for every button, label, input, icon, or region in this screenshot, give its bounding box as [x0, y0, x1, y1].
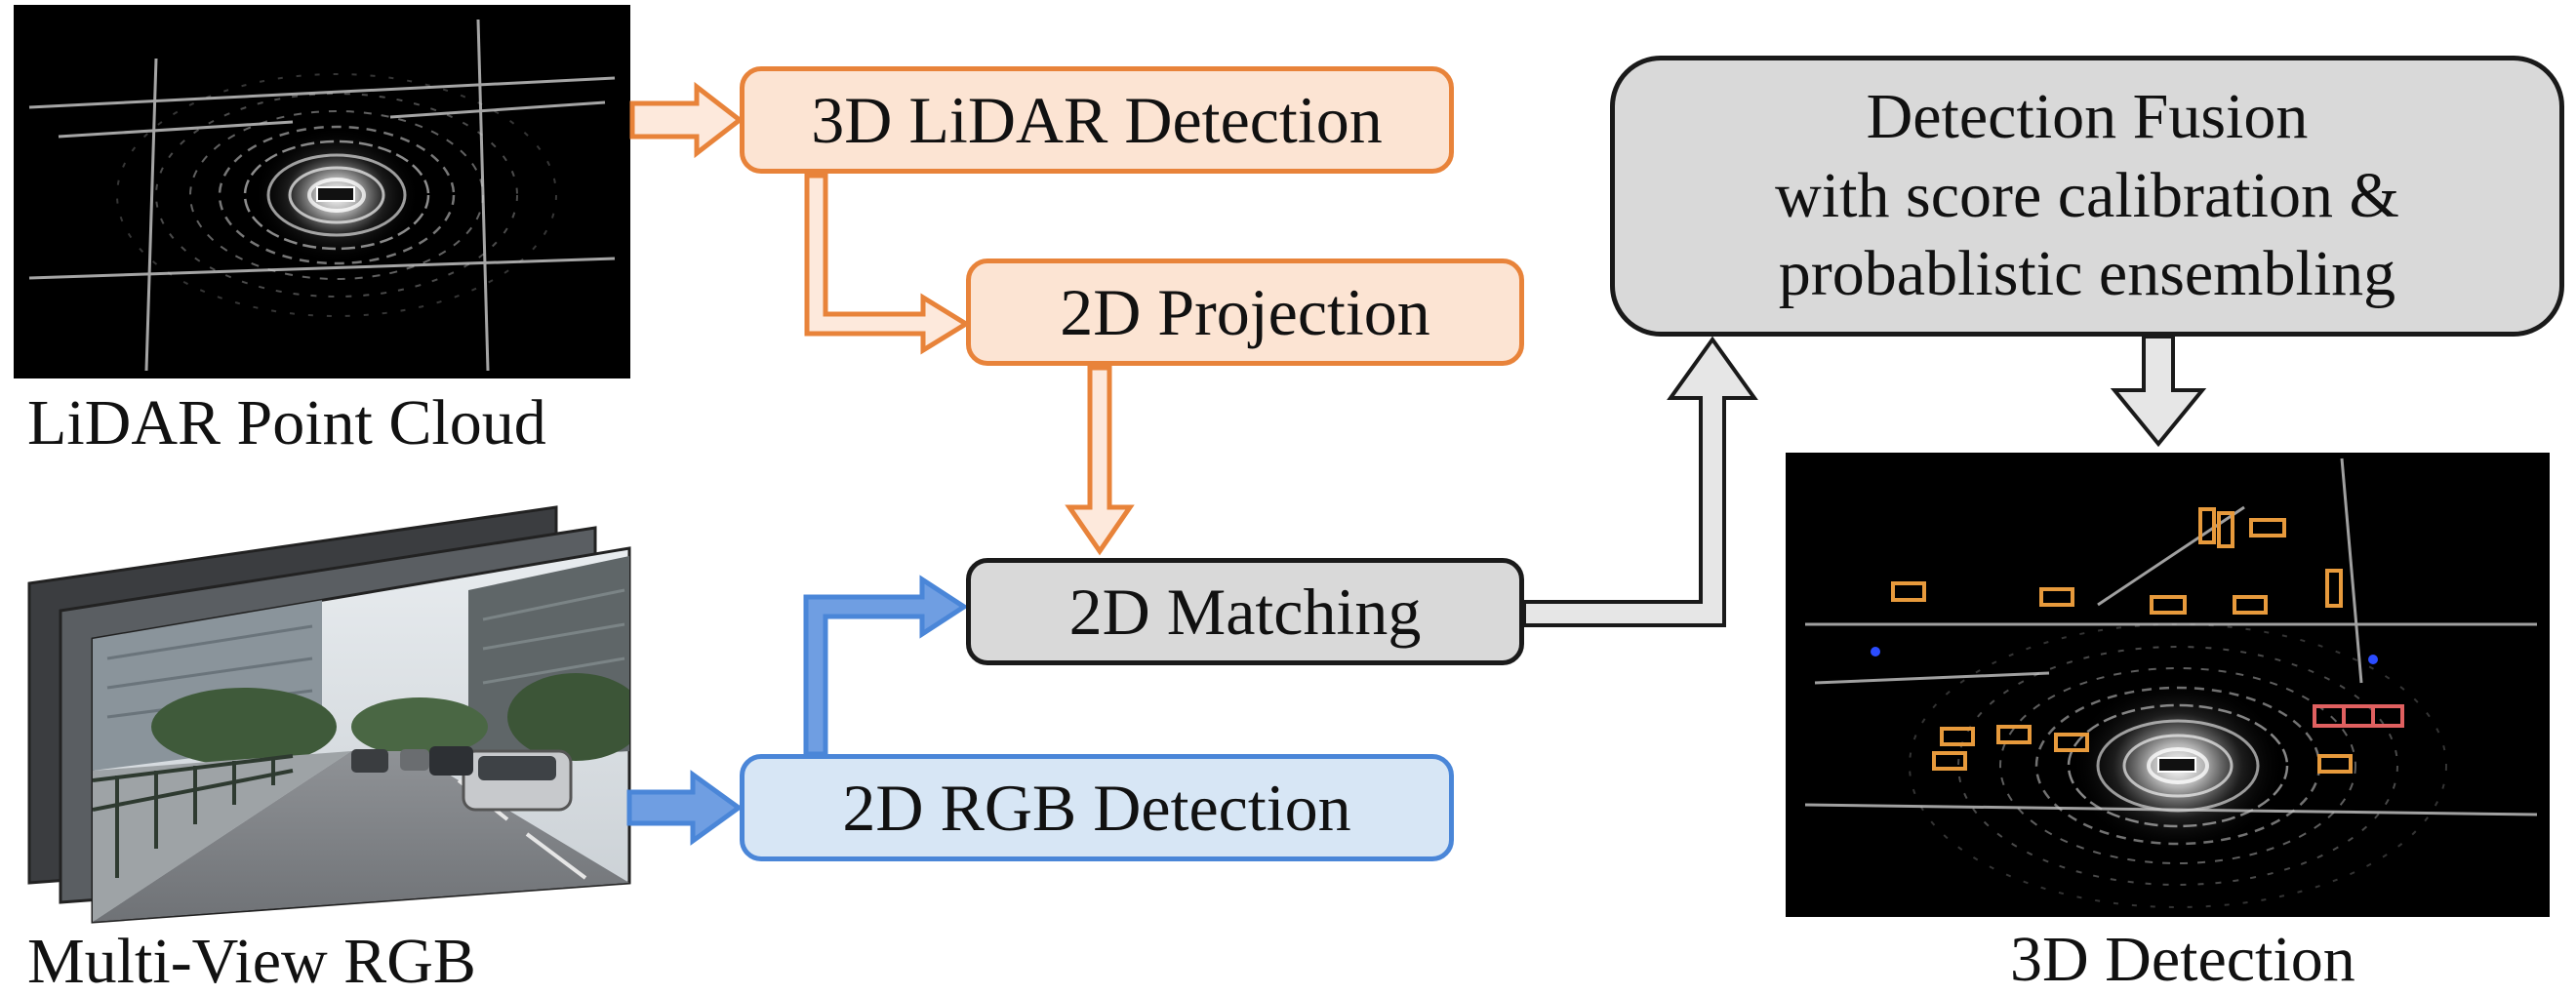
lidar-point-cloud-image — [14, 5, 630, 378]
arrow-rgb-detection-to-matching — [803, 575, 969, 757]
detected-box — [2039, 587, 2074, 607]
detected-box — [2317, 754, 2353, 774]
detected-box — [2054, 733, 2089, 752]
detected-red-boxes — [2313, 704, 2404, 728]
projection-label: 2D Projection — [1060, 274, 1430, 349]
rgb-detection-box: 2D RGB Detection — [740, 754, 1454, 861]
arrow-detection-to-projection — [804, 173, 971, 355]
arrow-rgb-to-detection — [626, 770, 744, 846]
arrow-fusion-to-output — [2110, 335, 2207, 448]
lidar-detection-box: 3D LiDAR Detection — [740, 66, 1454, 174]
matching-box: 2D Matching — [966, 558, 1524, 665]
detected-box — [1932, 751, 1967, 771]
detected-box — [2325, 569, 2343, 608]
detected-box — [2217, 511, 2234, 548]
fusion-title: Detection Fusion — [1866, 81, 2309, 153]
detection-output-caption: 3D Detection — [2010, 924, 2355, 995]
matching-label: 2D Matching — [1068, 574, 1422, 649]
detection-fusion-box: Detection Fusion with score calibration … — [1610, 56, 2564, 337]
arrow-projection-to-matching — [1065, 365, 1135, 556]
arrow-matching-to-fusion — [1522, 336, 1758, 627]
detected-boxes — [1891, 507, 2353, 774]
multi-view-rgb-caption: Multi-View RGB — [27, 926, 476, 995]
multi-view-rgb-image — [27, 505, 631, 924]
lidar-point-cloud-caption: LiDAR Point Cloud — [27, 387, 546, 458]
detected-box — [1940, 727, 1975, 746]
detection-output-image — [1786, 453, 2550, 917]
projection-box: 2D Projection — [966, 259, 1524, 366]
detected-box — [2233, 595, 2268, 615]
fusion-subtitle-1: with score calibration & — [1775, 159, 2399, 231]
fusion-subtitle-2: probablistic ensembling — [1778, 238, 2396, 310]
detected-box — [1891, 581, 1926, 602]
detected-box — [1996, 725, 2032, 744]
lidar-detection-label: 3D LiDAR Detection — [811, 82, 1383, 157]
detected-box-red — [2313, 704, 2404, 728]
detected-box — [2249, 518, 2286, 537]
rgb-detection-label: 2D RGB Detection — [842, 770, 1351, 845]
detected-box — [2198, 507, 2216, 544]
detected-box — [2150, 595, 2187, 615]
arrow-lidar-to-detection — [629, 81, 745, 159]
